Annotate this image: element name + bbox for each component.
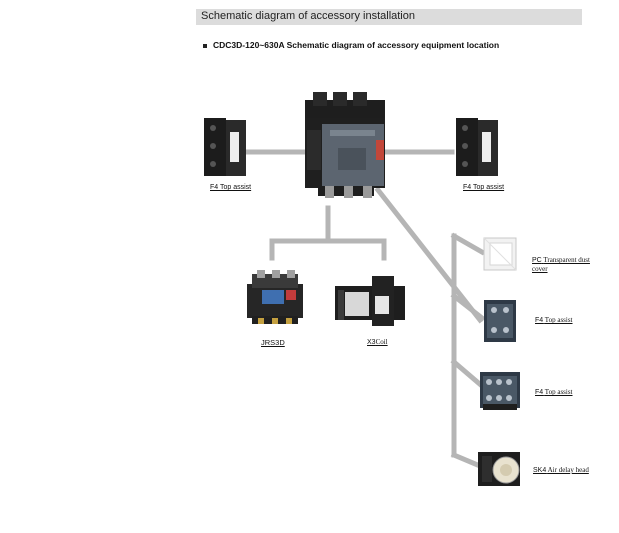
sk4-label-suffix: Air delay head: [547, 466, 589, 474]
sk4-label-prefix: SK4: [533, 467, 547, 474]
left-f4-top-assist-image: [204, 118, 246, 176]
connector-diagonal: [374, 186, 484, 324]
pc-label-prefix: PC: [532, 257, 542, 264]
f4b-label-prefix: F4: [535, 389, 544, 396]
x3coil-label-prefix: X3: [367, 339, 376, 346]
f4b-label-suffix: Top assist: [544, 388, 573, 396]
f4-top-assist-a-label: F4 Top assist: [535, 316, 573, 324]
connector-lines: [245, 149, 486, 470]
diagram-subtitle: CDC3D-120~630A Schematic diagram of acce…: [203, 40, 499, 50]
connector-branch-sk4: [450, 451, 484, 470]
connector-branch-f4b: [450, 358, 486, 390]
jrs3d-label: JRS3D: [261, 338, 285, 347]
right-f4-top-assist-label: F4 Top assist: [463, 184, 505, 191]
connector-branch-f4a: [450, 292, 486, 322]
x3coil-label: X3Coil: [367, 338, 388, 346]
f4-top-assist-b-label: F4 Top assist: [535, 388, 573, 396]
section-title: Schematic diagram of accessory installat…: [201, 10, 415, 22]
f4-top-assist-a-image: [484, 300, 516, 342]
jrs3d-relay-image: [247, 270, 303, 324]
section-title-bar: Schematic diagram of accessory installat…: [196, 9, 582, 25]
sk4-air-delay-head-image: [478, 452, 520, 486]
pc-label-line2: cover: [532, 265, 548, 273]
main-contactor-image: [305, 92, 385, 198]
sk4-air-delay-head-label: SK4 Air delay head: [533, 466, 589, 474]
pc-dust-cover-image: [483, 237, 517, 271]
x3coil-label-suffix: Coil: [375, 338, 388, 346]
f4a-label-suffix: Top assist: [544, 316, 573, 324]
subtitle-text: CDC3D-120~630A Schematic diagram of acce…: [213, 40, 500, 50]
right-f4-top-assist-image: [456, 118, 498, 176]
f4a-label-prefix: F4: [535, 317, 544, 324]
connector-branch-pc: [450, 232, 486, 256]
left-f4-top-assist-label: F4 Top assist: [210, 184, 252, 191]
f4-top-assist-b-image: [480, 372, 520, 410]
pc-label-line1: Transparent dust: [543, 256, 590, 264]
bullet-icon: [203, 43, 207, 48]
x3-coil-image: [335, 276, 405, 326]
